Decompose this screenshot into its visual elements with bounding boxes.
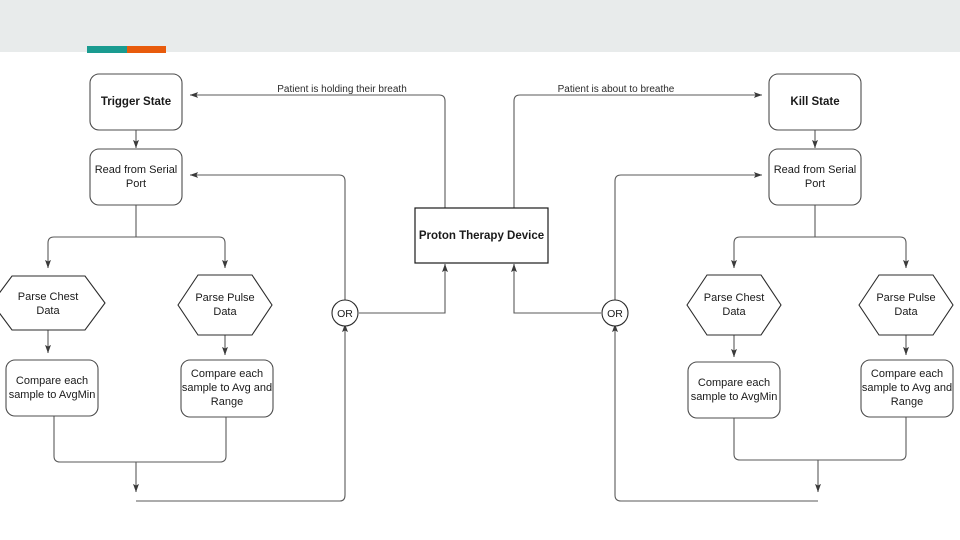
edge-left-split-to-pulse xyxy=(136,236,228,269)
right-compare-pulse-label-line1: Compare each xyxy=(871,368,943,380)
left-parse-pulse-shape[interactable] xyxy=(177,274,273,336)
node-left-parse-pulse[interactable]: Parse Pulse Data xyxy=(177,274,273,336)
node-right-read-serial[interactable]: Read from Serial Port xyxy=(768,148,862,206)
right-parse-chest-label-line2: Data xyxy=(722,306,746,318)
node-right-parse-chest[interactable]: Parse Chest Data xyxy=(686,274,782,336)
node-right-compare-chest[interactable]: Compare each sample to AvgMin xyxy=(687,361,781,419)
edge-right-compare-pulse-merge xyxy=(818,417,907,461)
edge-label-about-to-breathe: Patient is about to breathe xyxy=(558,84,675,95)
right-parse-pulse-label-line1: Parse Pulse xyxy=(876,292,935,304)
node-right-compare-pulse[interactable]: Compare each sample to Avg and Range xyxy=(860,359,954,418)
right-parse-pulse-shape[interactable] xyxy=(858,274,954,336)
edge-right-loop-to-or xyxy=(612,323,818,502)
left-parse-chest-label-line1: Parse Chest xyxy=(18,291,79,303)
right-or-shape[interactable] xyxy=(601,299,629,327)
right-read-serial-shape[interactable] xyxy=(768,148,862,206)
node-left-compare-pulse[interactable]: Compare each sample to Avg and Range xyxy=(180,359,274,418)
left-compare-chest-label-line2: sample to AvgMin xyxy=(9,389,96,401)
right-parse-chest-shape[interactable] xyxy=(686,274,782,336)
edge-left-compare-chest-merge xyxy=(53,416,136,463)
left-compare-pulse-label-line1: Compare each xyxy=(191,368,263,380)
trigger-state-label: Trigger State xyxy=(101,96,171,108)
right-or-label: OR xyxy=(607,308,623,320)
trigger-state-shape[interactable] xyxy=(89,73,183,131)
left-compare-pulse-label-line2: sample to Avg and xyxy=(182,382,272,394)
edge-right-split-to-chest xyxy=(731,236,815,269)
kill-state-shape[interactable] xyxy=(768,73,862,131)
right-compare-chest-label-line2: sample to AvgMin xyxy=(691,391,778,403)
node-left-or[interactable]: OR xyxy=(331,299,359,327)
left-read-serial-shape[interactable] xyxy=(89,148,183,206)
edge-right-compare-chest-merge xyxy=(733,418,818,461)
right-parse-pulse-label-line2: Data xyxy=(894,306,918,318)
right-compare-pulse-label-line3: Range xyxy=(891,396,923,408)
proton-device-shape[interactable] xyxy=(414,207,549,264)
edge-right-or-to-device xyxy=(511,263,601,314)
left-compare-chest-label-line1: Compare each xyxy=(16,375,88,387)
left-parse-pulse-label-line1: Parse Pulse xyxy=(195,292,254,304)
right-compare-pulse-label-line2: sample to Avg and xyxy=(862,382,952,394)
edge-right-split-to-pulse xyxy=(815,236,909,269)
node-trigger-state[interactable]: Trigger State xyxy=(89,73,183,131)
node-left-read-serial[interactable]: Read from Serial Port xyxy=(89,148,183,206)
edge-left-or-to-read xyxy=(189,172,346,300)
accent-bar xyxy=(87,46,166,53)
edge-device-to-trigger xyxy=(189,92,446,208)
kill-state-label: Kill State xyxy=(790,96,839,108)
left-read-serial-label-line2: Port xyxy=(126,178,146,190)
edge-left-compare-pulse-merge xyxy=(136,417,227,463)
proton-device-label: Proton Therapy Device xyxy=(419,230,544,242)
accent-teal-segment xyxy=(87,46,127,53)
diagram-canvas: Patient is holding their breath Patient … xyxy=(0,52,960,540)
edge-right-or-to-read xyxy=(614,172,763,300)
left-or-shape[interactable] xyxy=(331,299,359,327)
left-read-serial-label-line1: Read from Serial xyxy=(95,164,178,176)
right-read-serial-label-line2: Port xyxy=(805,178,825,190)
edge-left-loop-to-or xyxy=(136,323,348,502)
left-parse-pulse-label-line2: Data xyxy=(213,306,237,318)
edge-device-to-kill xyxy=(513,92,763,208)
page-header-bar xyxy=(0,0,960,52)
right-read-serial-label-line1: Read from Serial xyxy=(774,164,857,176)
edge-left-split-to-chest xyxy=(45,236,136,269)
accent-orange-segment xyxy=(127,46,166,53)
node-proton-device[interactable]: Proton Therapy Device xyxy=(414,207,549,264)
node-kill-state[interactable]: Kill State xyxy=(768,73,862,131)
node-right-or[interactable]: OR xyxy=(601,299,629,327)
left-compare-pulse-shape[interactable] xyxy=(180,359,274,418)
edge-label-holding-breath: Patient is holding their breath xyxy=(277,84,407,95)
left-parse-chest-label-line2: Data xyxy=(36,305,60,317)
right-compare-pulse-shape[interactable] xyxy=(860,359,954,418)
right-parse-chest-label-line1: Parse Chest xyxy=(704,292,765,304)
edge-left-or-to-device xyxy=(359,263,448,314)
left-compare-chest-shape[interactable] xyxy=(5,359,99,417)
left-or-label: OR xyxy=(337,308,353,320)
node-right-parse-pulse[interactable]: Parse Pulse Data xyxy=(858,274,954,336)
node-left-parse-chest[interactable]: Parse Chest Data xyxy=(0,275,106,331)
left-parse-chest-shape[interactable] xyxy=(0,275,106,331)
right-compare-chest-shape[interactable] xyxy=(687,361,781,419)
left-compare-pulse-label-line3: Range xyxy=(211,396,243,408)
node-left-compare-chest[interactable]: Compare each sample to AvgMin xyxy=(5,359,99,417)
right-compare-chest-label-line1: Compare each xyxy=(698,377,770,389)
